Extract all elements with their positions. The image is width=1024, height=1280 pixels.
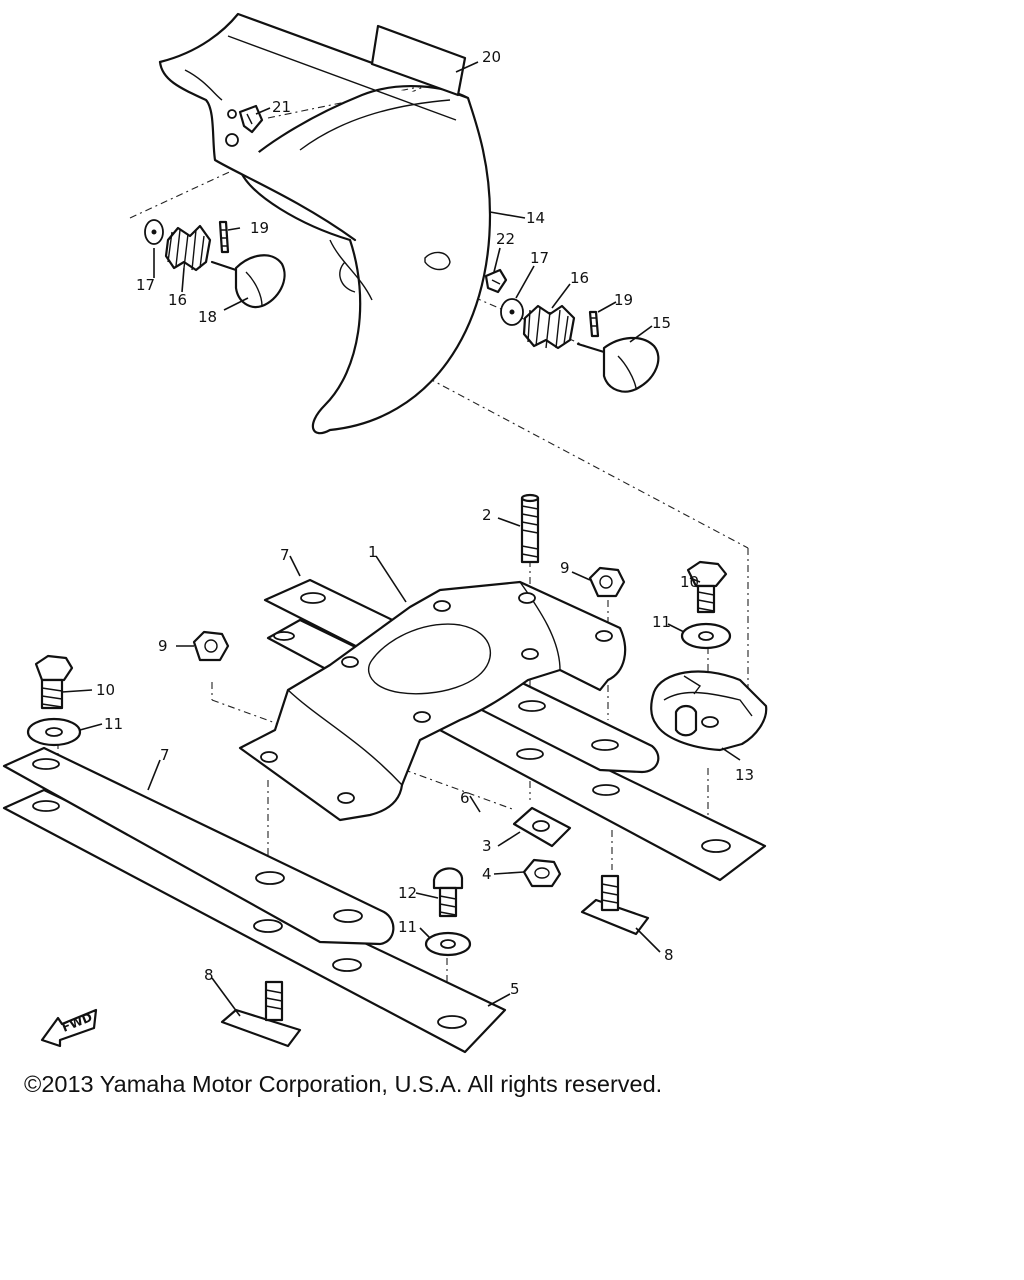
callout-9-right: 9	[560, 559, 570, 577]
plate-7-left	[2, 746, 395, 946]
exploded-parts-diagram: FWD 20 21 14	[2, 12, 768, 1054]
hood-cowling	[158, 12, 492, 435]
callout-14: 14	[526, 209, 545, 227]
callout-15: 15	[652, 314, 671, 332]
callout-5: 5	[510, 980, 520, 998]
callout-7-left: 7	[160, 746, 170, 764]
left-latch-group	[144, 219, 286, 309]
callout-13: 13	[735, 766, 754, 784]
callout-16-left: 16	[168, 291, 187, 309]
spring-16-left	[164, 224, 212, 272]
clip-21	[238, 104, 264, 134]
nut-4	[522, 858, 562, 888]
bolt-10-left	[34, 654, 74, 710]
leader-lines	[61, 61, 741, 1017]
pin-19-left	[218, 220, 230, 254]
callout-11-lower: 11	[398, 918, 417, 936]
label-plate	[370, 24, 467, 97]
washer-11-left	[26, 717, 82, 747]
callout-20: 20	[482, 48, 501, 66]
washer-11-right	[680, 622, 732, 650]
copyright-notice: ©2013 Yamaha Motor Corporation, U.S.A. A…	[24, 1071, 663, 1097]
callout-3: 3	[482, 837, 492, 855]
t-bolt-8-right	[580, 874, 650, 936]
pin-19-right	[588, 310, 600, 338]
bracket-13	[650, 670, 768, 752]
callout-11-right: 11	[652, 613, 671, 631]
clip-plate-3	[512, 806, 572, 848]
callout-17-right: 17	[530, 249, 549, 267]
callout-6: 6	[460, 789, 470, 807]
callout-8-left: 8	[204, 966, 214, 984]
plate-5	[2, 788, 507, 1054]
callout-17-left: 17	[136, 276, 155, 294]
callout-19-right: 19	[614, 291, 633, 309]
washer-11-lower	[424, 931, 472, 957]
nut-9-right	[588, 566, 626, 598]
callout-18: 18	[198, 308, 217, 326]
callout-16-right: 16	[570, 269, 589, 287]
callout-1: 1	[368, 543, 378, 561]
stud-2	[520, 493, 540, 564]
spring-16-right	[522, 304, 576, 350]
callout-10-left: 10	[96, 681, 115, 699]
callout-12: 12	[398, 884, 417, 902]
callout-22: 22	[496, 230, 515, 248]
callout-9-left: 9	[158, 637, 168, 655]
nut-9-left	[192, 630, 230, 662]
fwd-arrow-icon: FWD	[40, 1008, 98, 1048]
callout-numbers: 20 21 14 19 17 16 18 22 17 16 19 15 2 1 …	[96, 48, 754, 998]
knob-15-right	[576, 336, 660, 393]
callout-7-right: 7	[280, 546, 290, 564]
callout-2: 2	[482, 506, 492, 524]
bracket-1	[238, 580, 627, 822]
callout-10-right: 10	[680, 573, 699, 591]
knob-18-left	[210, 254, 286, 309]
bolt-12	[432, 867, 464, 918]
right-latch-group	[484, 268, 660, 393]
callout-19-left: 19	[250, 219, 269, 237]
callout-21: 21	[272, 98, 291, 116]
callout-4: 4	[482, 865, 492, 883]
t-bolt-8-left	[220, 980, 302, 1048]
callout-11-left: 11	[104, 715, 123, 733]
bolt-10-right	[686, 560, 728, 614]
callout-8-right: 8	[664, 946, 674, 964]
clip-22	[484, 268, 508, 294]
